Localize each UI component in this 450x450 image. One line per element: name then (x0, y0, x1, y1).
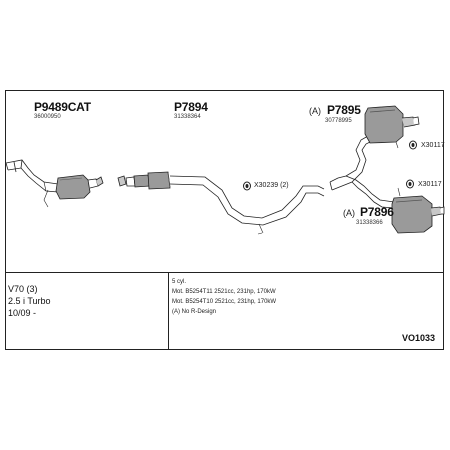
catalyst-assembly (5, 159, 104, 208)
diagram-frame (5, 90, 444, 350)
note-variant: (A) No R-Design (172, 309, 217, 315)
part-code-p7895: P7895 (327, 103, 361, 117)
footer-column-divider (168, 272, 169, 350)
note-cylinders: 5 cyl. (172, 279, 187, 285)
variant-marker-p7895: (A) (309, 106, 321, 116)
oem-number-p7896: 31338366 (356, 220, 383, 226)
hanger-icon-x30117-lower (406, 179, 414, 189)
vehicle-model: V70 (3) (8, 284, 38, 294)
rear-pipe-assembly (329, 135, 395, 209)
hanger-icon-x30117-upper (409, 140, 417, 150)
footer-divider (5, 272, 444, 273)
variant-marker-p7896: (A) (343, 208, 355, 218)
oem-number-p9489cat: 36000950 (34, 114, 61, 120)
note-motor-1: Mot. B5254T11 2521cc, 231hp, 170kW (172, 289, 276, 295)
rear-muffler-upper (364, 105, 420, 149)
vehicle-year: 10/09 - (8, 308, 37, 318)
accessory-label-x30117-upper: X30117 (421, 142, 445, 149)
oem-number-p7895: 30778995 (325, 118, 352, 124)
vehicle-engine: 2.5 i Turbo (8, 296, 51, 306)
center-pipe-assembly (117, 171, 325, 235)
note-motor-2: Mot. B5254T10 2521cc, 231hp, 170kW (172, 299, 277, 305)
accessory-label-x30239: X30239 (2) (254, 182, 289, 189)
part-code-p9489cat: P9489CAT (34, 100, 91, 114)
oem-number-p7894: 31338364 (174, 114, 201, 120)
kit-code: VO1033 (402, 333, 436, 343)
clamp-icon-x30239 (243, 181, 251, 191)
part-code-p7894: P7894 (174, 100, 208, 114)
accessory-label-x30117-lower: X30117 (418, 181, 442, 188)
rear-muffler-lower (391, 187, 445, 234)
part-code-p7896: P7896 (360, 205, 394, 219)
